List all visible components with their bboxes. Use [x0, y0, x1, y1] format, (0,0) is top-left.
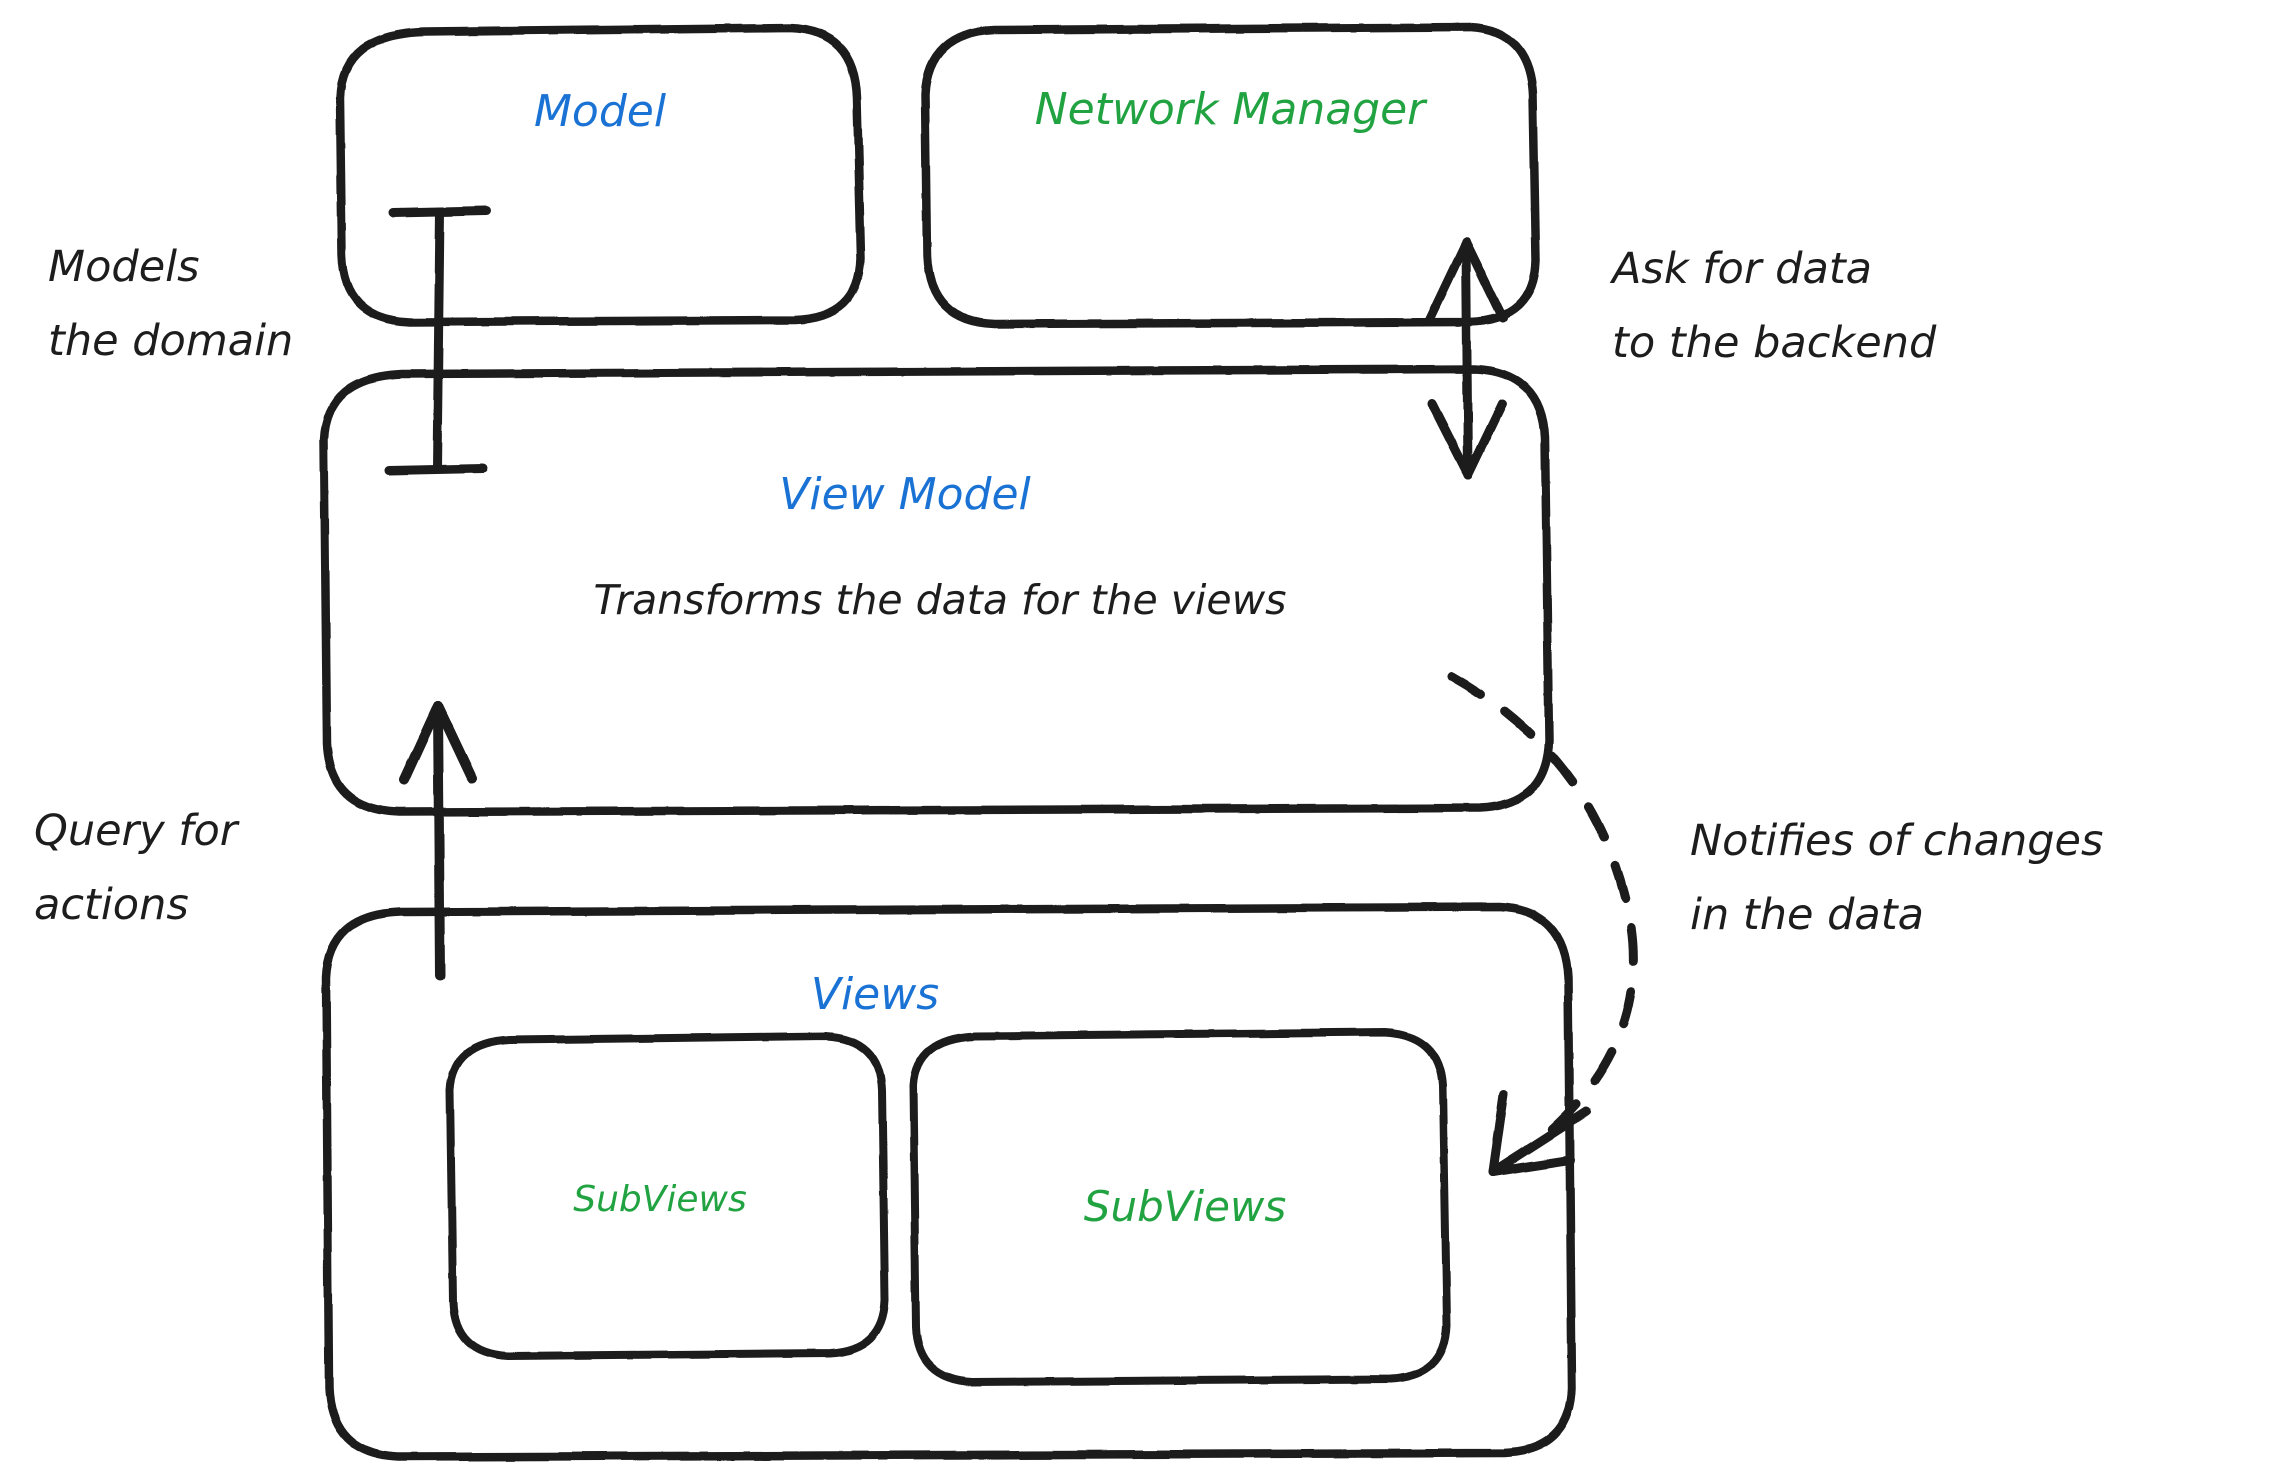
view-model-box-outline [319, 364, 1554, 817]
networkmanager-viewmodel-arrow [1424, 237, 1508, 480]
annotation-ask-for-data-line2: to the backend [1612, 318, 1937, 368]
view-model-box-label: View Model [779, 469, 1031, 520]
subview-right-label: SubViews [1083, 1182, 1287, 1231]
viewmodel-to-views-arrowhead [1488, 1089, 1591, 1177]
model-to-viewmodel-connector [384, 206, 492, 475]
annotation-models-domain-line2: the domain [48, 316, 294, 366]
subview-right-box-outline [909, 1028, 1451, 1386]
views-box-outline [321, 902, 1577, 1462]
views-box-label: Views [810, 969, 940, 1020]
views-to-viewmodel-arrow [399, 701, 477, 980]
viewmodel-to-views-dashed-arrow [1447, 671, 1638, 1153]
view-model-description: Transforms the data for the views [593, 576, 1287, 624]
annotation-query-for-actions-line1: Query for [34, 806, 238, 856]
model-box-outline [335, 23, 866, 327]
annotation-notifies-changes-line1: Notifies of changes [1690, 816, 2104, 866]
annotation-notifies-changes-line2: in the data [1690, 890, 1924, 940]
subview-left-label: SubViews [573, 1179, 747, 1220]
model-box-label: Model [533, 86, 667, 137]
annotation-models-domain-line1: Models [48, 242, 200, 292]
annotation-query-for-actions-line2: actions [34, 880, 189, 930]
annotation-ask-for-data-line1: Ask for data [1612, 244, 1873, 294]
subview-left-box-outline [446, 1032, 889, 1360]
network-manager-box-label: Network Manager [1034, 84, 1426, 135]
